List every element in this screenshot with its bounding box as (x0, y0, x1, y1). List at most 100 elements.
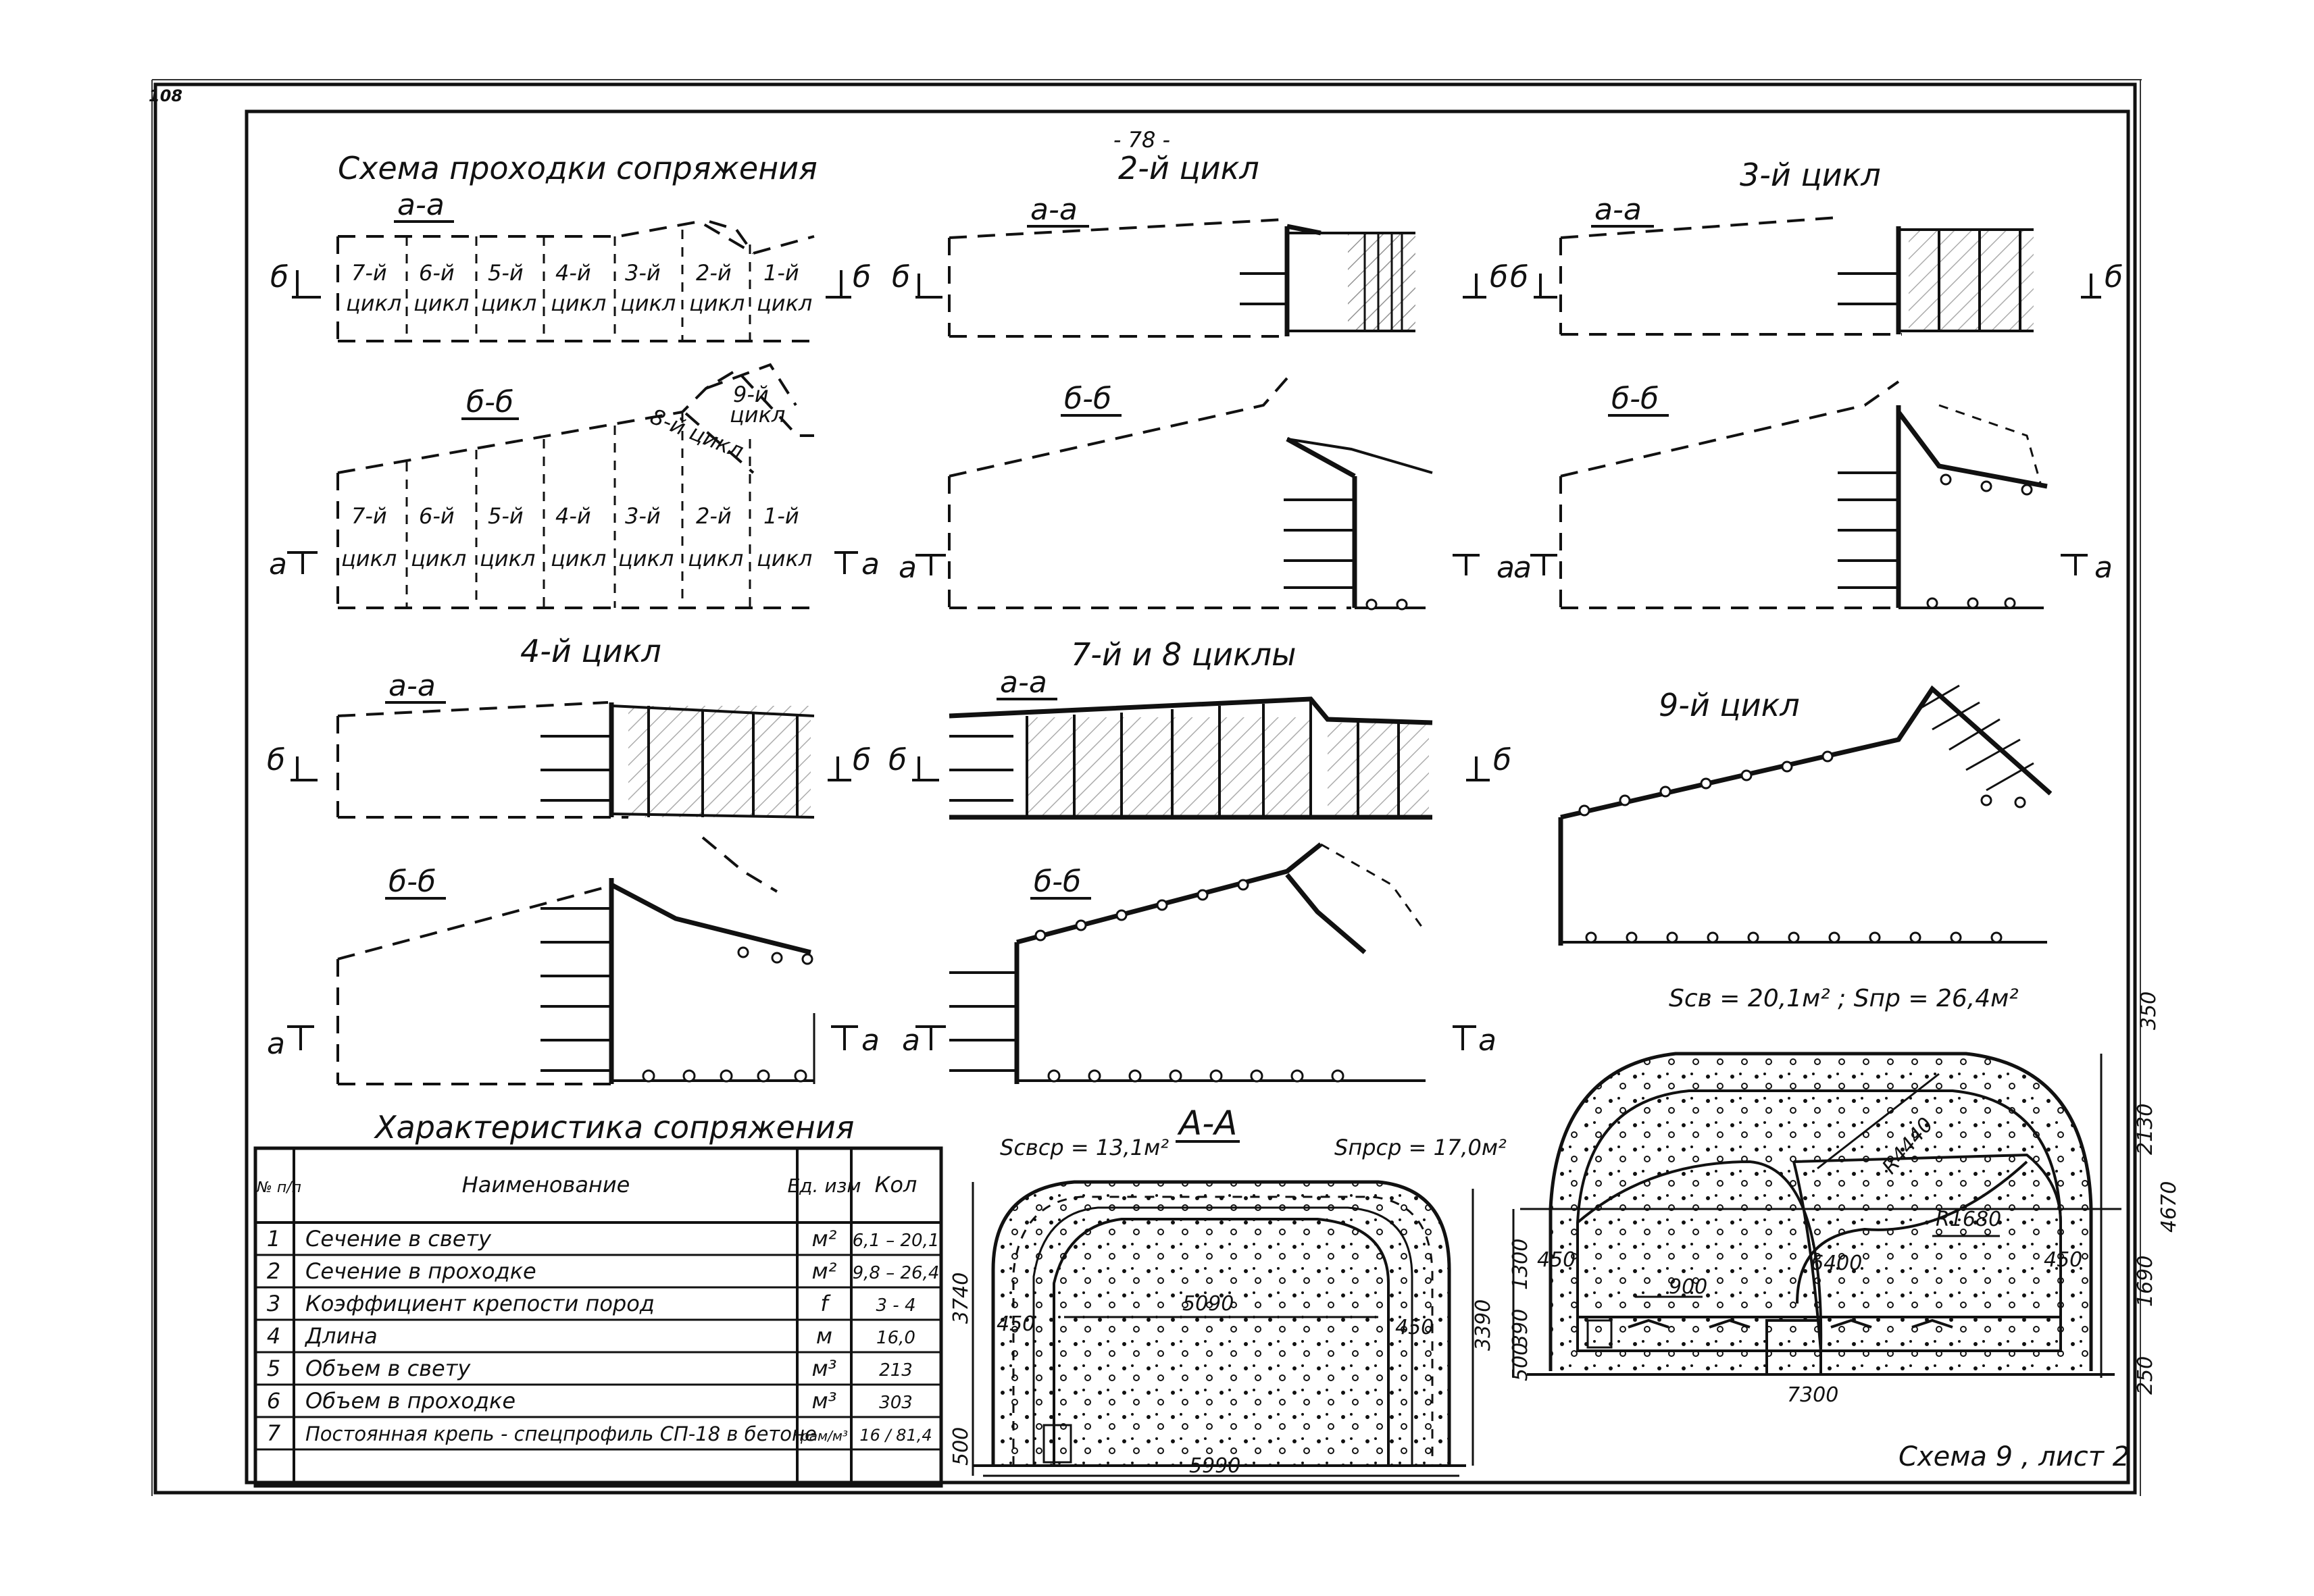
svg-text:213: 213 (879, 1360, 913, 1381)
th-name: Наименование (462, 1172, 630, 1198)
svg-text:а-а: а-а (1594, 192, 1642, 227)
corner-number: 108 (149, 86, 182, 105)
svg-text:350: 350 (2137, 992, 2161, 1030)
svg-text:а: а (861, 547, 880, 582)
svg-text:б: б (888, 743, 907, 777)
svg-text:а: а (899, 550, 917, 585)
svg-text:б: б (2105, 260, 2123, 294)
svg-text:6400: 6400 (1811, 1252, 1862, 1275)
svg-text:а-а: а-а (1000, 665, 1047, 700)
panel-cycle-7-8: 7-й и 8 циклы а-а б б б-б (888, 636, 1511, 1084)
panel-scheme: Схема проходки сопряжения а-а 7-й 6-й 5-… (269, 150, 880, 609)
panel-scheme-sec-bb: б-б (466, 385, 513, 419)
svg-text:9,8 – 26,4: 9,8 – 26,4 (853, 1263, 940, 1283)
panel-cycle-3-title: 3-й цикл (1740, 157, 1881, 193)
svg-text:а: а (861, 1023, 880, 1058)
section-aa-label: А-А (1177, 1104, 1237, 1143)
svg-text:а: а (269, 547, 287, 582)
scheme-caption: Схема 9 , лист 2 (1898, 1441, 2130, 1472)
svg-text:2-й: 2-й (696, 503, 732, 529)
svg-text:4-й: 4-й (555, 260, 591, 286)
svg-text:цикл: цикл (411, 546, 466, 571)
table-row: 7 Постоянная крепь - спецпрофиль СП-18 в… (267, 1420, 932, 1446)
svg-text:900: 900 (1669, 1275, 1707, 1299)
panel-cycle-3: 3-й цикл а-а б б б-б (1510, 157, 2123, 609)
svg-text:б: б (267, 743, 285, 777)
svg-text:б: б (853, 743, 871, 777)
svg-text:цикл: цикл (480, 546, 535, 571)
svg-text:б: б (1493, 743, 1511, 777)
svg-text:6,1 – 20,1: 6,1 – 20,1 (853, 1231, 940, 1251)
svg-text:Коэффициент крепости пород: Коэффициент крепости пород (305, 1291, 655, 1316)
svg-text:500: 500 (1509, 1343, 1532, 1381)
svg-text:а: а (2094, 550, 2113, 585)
svg-text:4670: 4670 (2157, 1181, 2181, 1233)
svg-text:цикл: цикл (618, 546, 674, 571)
svg-text:3 - 4: 3 - 4 (876, 1295, 916, 1316)
svg-text:Объем в свету: Объем в свету (305, 1356, 471, 1381)
panel-cycle-2: 2-й цикл а-а б б б-б (892, 150, 1515, 611)
svg-text:6: 6 (267, 1388, 280, 1414)
svg-text:5-й: 5-й (488, 503, 524, 529)
svg-text:500: 500 (949, 1427, 973, 1466)
svg-text:1300: 1300 (1509, 1239, 1532, 1290)
svg-text:м³: м³ (812, 1388, 837, 1414)
section-9: Sсв = 20,1м² ; Sпр = 26,4м² 350 2130 467… (1509, 985, 2181, 1407)
svg-text:м²: м² (812, 1226, 837, 1252)
svg-text:7-й: 7-й (351, 503, 387, 529)
svg-text:3740: 3740 (949, 1272, 973, 1324)
svg-text:а: а (267, 1027, 285, 1061)
svg-text:4-й: 4-й (555, 503, 591, 529)
th-num: № п/п (256, 1179, 301, 1196)
svg-text:1-й: 1-й (763, 260, 799, 286)
section-aa-spr: Sпрср = 17,0м² (1334, 1135, 1507, 1160)
outer-border (153, 82, 2137, 1495)
panel-cycle-9-title: 9-й цикл (1659, 687, 1800, 723)
svg-text:303: 303 (879, 1393, 913, 1413)
svg-text:1: 1 (267, 1226, 280, 1252)
svg-text:Сечение в свету: Сечение в свету (305, 1226, 492, 1252)
svg-text:6-й: 6-й (419, 260, 455, 286)
table-row: 2 Сечение в проходке м² 9,8 – 26,4 (267, 1258, 940, 1284)
svg-text:цикл: цикл (346, 290, 401, 316)
table-row: 6 Объем в проходке м³ 303 (267, 1388, 913, 1414)
svg-text:цикл: цикл (689, 290, 745, 316)
svg-text:2-й: 2-й (696, 260, 732, 286)
svg-text:цикл: цикл (341, 546, 397, 571)
svg-text:цикл: цикл (688, 546, 743, 571)
table-row: 5 Объем в свету м³ 213 (267, 1356, 913, 1381)
svg-text:цикл: цикл (730, 402, 785, 428)
svg-text:250: 250 (2134, 1356, 2157, 1395)
svg-text:а-а: а-а (388, 669, 436, 703)
svg-text:б: б (270, 260, 288, 294)
svg-text:7-й: 7-й (351, 260, 387, 286)
svg-text:3: 3 (267, 1291, 280, 1316)
svg-text:а: а (1496, 550, 1515, 585)
table-title: Характеристика сопряжения (374, 1109, 854, 1145)
panel-cycle-7-8-title: 7-й и 8 циклы (1071, 636, 1297, 673)
svg-text:Постоянная крепь - спецпрофиль: Постоянная крепь - спецпрофиль СП-18 в б… (305, 1422, 817, 1445)
section-aa-ssv: Sсвср = 13,1м² (1000, 1135, 1169, 1160)
th-qty: Кол (875, 1172, 917, 1198)
svg-text:3-й: 3-й (625, 260, 661, 286)
svg-text:а-а: а-а (1030, 192, 1078, 227)
svg-text:450: 450 (997, 1312, 1035, 1336)
svg-text:цикл: цикл (551, 546, 606, 571)
panel-scheme-title: Схема проходки сопряжения (338, 150, 818, 186)
panel-cycle-4: 4-й цикл а-а б б б-б (267, 633, 880, 1085)
page-number: - 78 - (1113, 127, 1170, 153)
svg-text:2: 2 (267, 1258, 280, 1284)
panel-cycle-9: 9-й цикл (1558, 684, 2053, 946)
svg-text:450: 450 (1395, 1316, 1434, 1339)
svg-text:цикл: цикл (551, 290, 606, 316)
svg-text:цикл: цикл (413, 290, 469, 316)
svg-text:м: м (816, 1323, 832, 1349)
svg-text:7300: 7300 (1787, 1383, 1838, 1407)
svg-text:Объем в проходке: Объем в проходке (305, 1388, 515, 1414)
svg-text:а: а (1478, 1023, 1496, 1058)
svg-text:f: f (820, 1291, 831, 1316)
svg-text:м²: м² (812, 1258, 837, 1284)
svg-text:7: 7 (267, 1420, 281, 1446)
svg-text:б-б: б-б (388, 865, 436, 899)
svg-text:м³: м³ (812, 1356, 837, 1381)
